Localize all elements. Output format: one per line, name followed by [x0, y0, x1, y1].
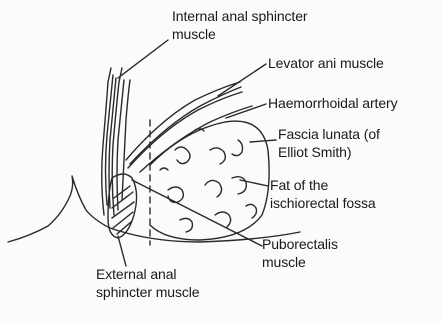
label-haemorrhoidal-artery: Haemorrhoidal artery [268, 95, 398, 112]
leader-levator-ani [218, 64, 266, 96]
label-fat-line2: ischiorectal fossa [270, 195, 376, 212]
label-external-sphincter-line2: sphincter muscle [96, 284, 199, 301]
label-internal-sphincter-line1: Internal anal sphincter [172, 8, 307, 25]
fat-lobule-10 [160, 168, 168, 170]
leader-puborectalis [132, 180, 262, 246]
external-sphincter-hatch-3 [112, 202, 134, 218]
fat-lobule-9 [246, 204, 257, 218]
leader-internal-sphincter [118, 40, 168, 78]
fat-lobule-3 [232, 140, 243, 156]
leader-haemorrhoidal-artery [226, 104, 266, 118]
fat-lobule-7 [180, 218, 192, 232]
fat-lobule-2 [210, 148, 225, 164]
label-external-sphincter-line1: External anal [96, 266, 176, 283]
label-puborectalis-line2: muscle [262, 254, 306, 271]
label-levator-ani: Levator ani muscle [268, 55, 384, 72]
fat-lobule-1 [175, 147, 190, 164]
leader-external-sphincter [118, 236, 126, 266]
label-internal-sphincter-line2: muscle [172, 26, 216, 43]
label-fascia-lunata-line1: Fascia lunata (of [278, 126, 380, 143]
label-fat-line1: Fat of the [270, 177, 328, 194]
fat-lobule-5 [205, 180, 222, 197]
label-puborectalis-line1: Puborectalis [262, 236, 338, 253]
fat-lobule-8 [215, 212, 231, 227]
leader-fat [240, 180, 268, 186]
label-fascia-lunata-line2: Elliot Smith) [278, 144, 351, 161]
rectal-wall-outer [122, 80, 130, 200]
levator-ani-upper [126, 82, 240, 160]
leader-fascia-lunata [250, 140, 276, 142]
fat-lobule-6 [232, 177, 246, 194]
